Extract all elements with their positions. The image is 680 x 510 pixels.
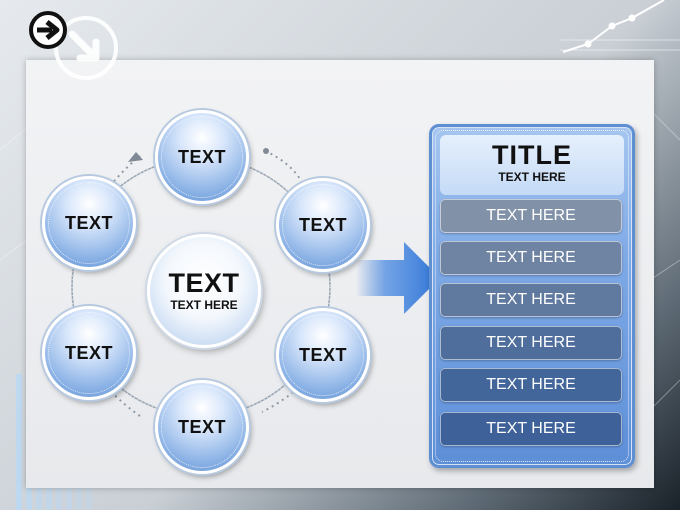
cycle-node-lower-right[interactable]: TEXT [276, 308, 370, 402]
cycle-node-top[interactable]: TEXT [155, 110, 249, 204]
node-label: TEXT [177, 146, 226, 167]
panel-row-5[interactable]: TEXT HERE [440, 368, 622, 402]
arrow-circle-down-right-icon [54, 16, 118, 80]
panel-row-6[interactable]: TEXT HERE [440, 412, 622, 446]
summary-panel: TITLE TEXT HERE TEXT HERE TEXT HERE TEXT… [429, 124, 635, 468]
center-subtitle: TEXT HERE [170, 297, 238, 312]
arrow-circle-right-icon [29, 11, 67, 49]
node-label: TEXT [64, 342, 113, 363]
panel-row-3[interactable]: TEXT HERE [440, 283, 622, 317]
big-right-arrow [356, 242, 440, 314]
panel-subtitle: TEXT HERE [498, 170, 566, 184]
cycle-node-lower-left[interactable]: TEXT [42, 306, 136, 400]
node-label: TEXT [177, 416, 226, 437]
panel-row-2[interactable]: TEXT HERE [440, 241, 622, 275]
node-label: TEXT [298, 214, 347, 235]
panel-header: TITLE TEXT HERE [440, 135, 624, 195]
panel-row-4[interactable]: TEXT HERE [440, 326, 622, 360]
trend-line-icon [562, 0, 665, 53]
cycle-node-upper-right[interactable]: TEXT [276, 178, 370, 272]
cycle-node-upper-left[interactable]: TEXT [42, 176, 136, 270]
center-node[interactable]: TEXT TEXT HERE [147, 234, 261, 348]
node-label: TEXT [64, 212, 113, 233]
cycle-node-bottom[interactable]: TEXT [155, 380, 249, 474]
panel-row-1[interactable]: TEXT HERE [440, 199, 622, 233]
center-title: TEXT [168, 267, 240, 298]
header-icons [29, 11, 118, 80]
panel-title: TITLE [492, 140, 572, 170]
node-label: TEXT [298, 344, 347, 365]
